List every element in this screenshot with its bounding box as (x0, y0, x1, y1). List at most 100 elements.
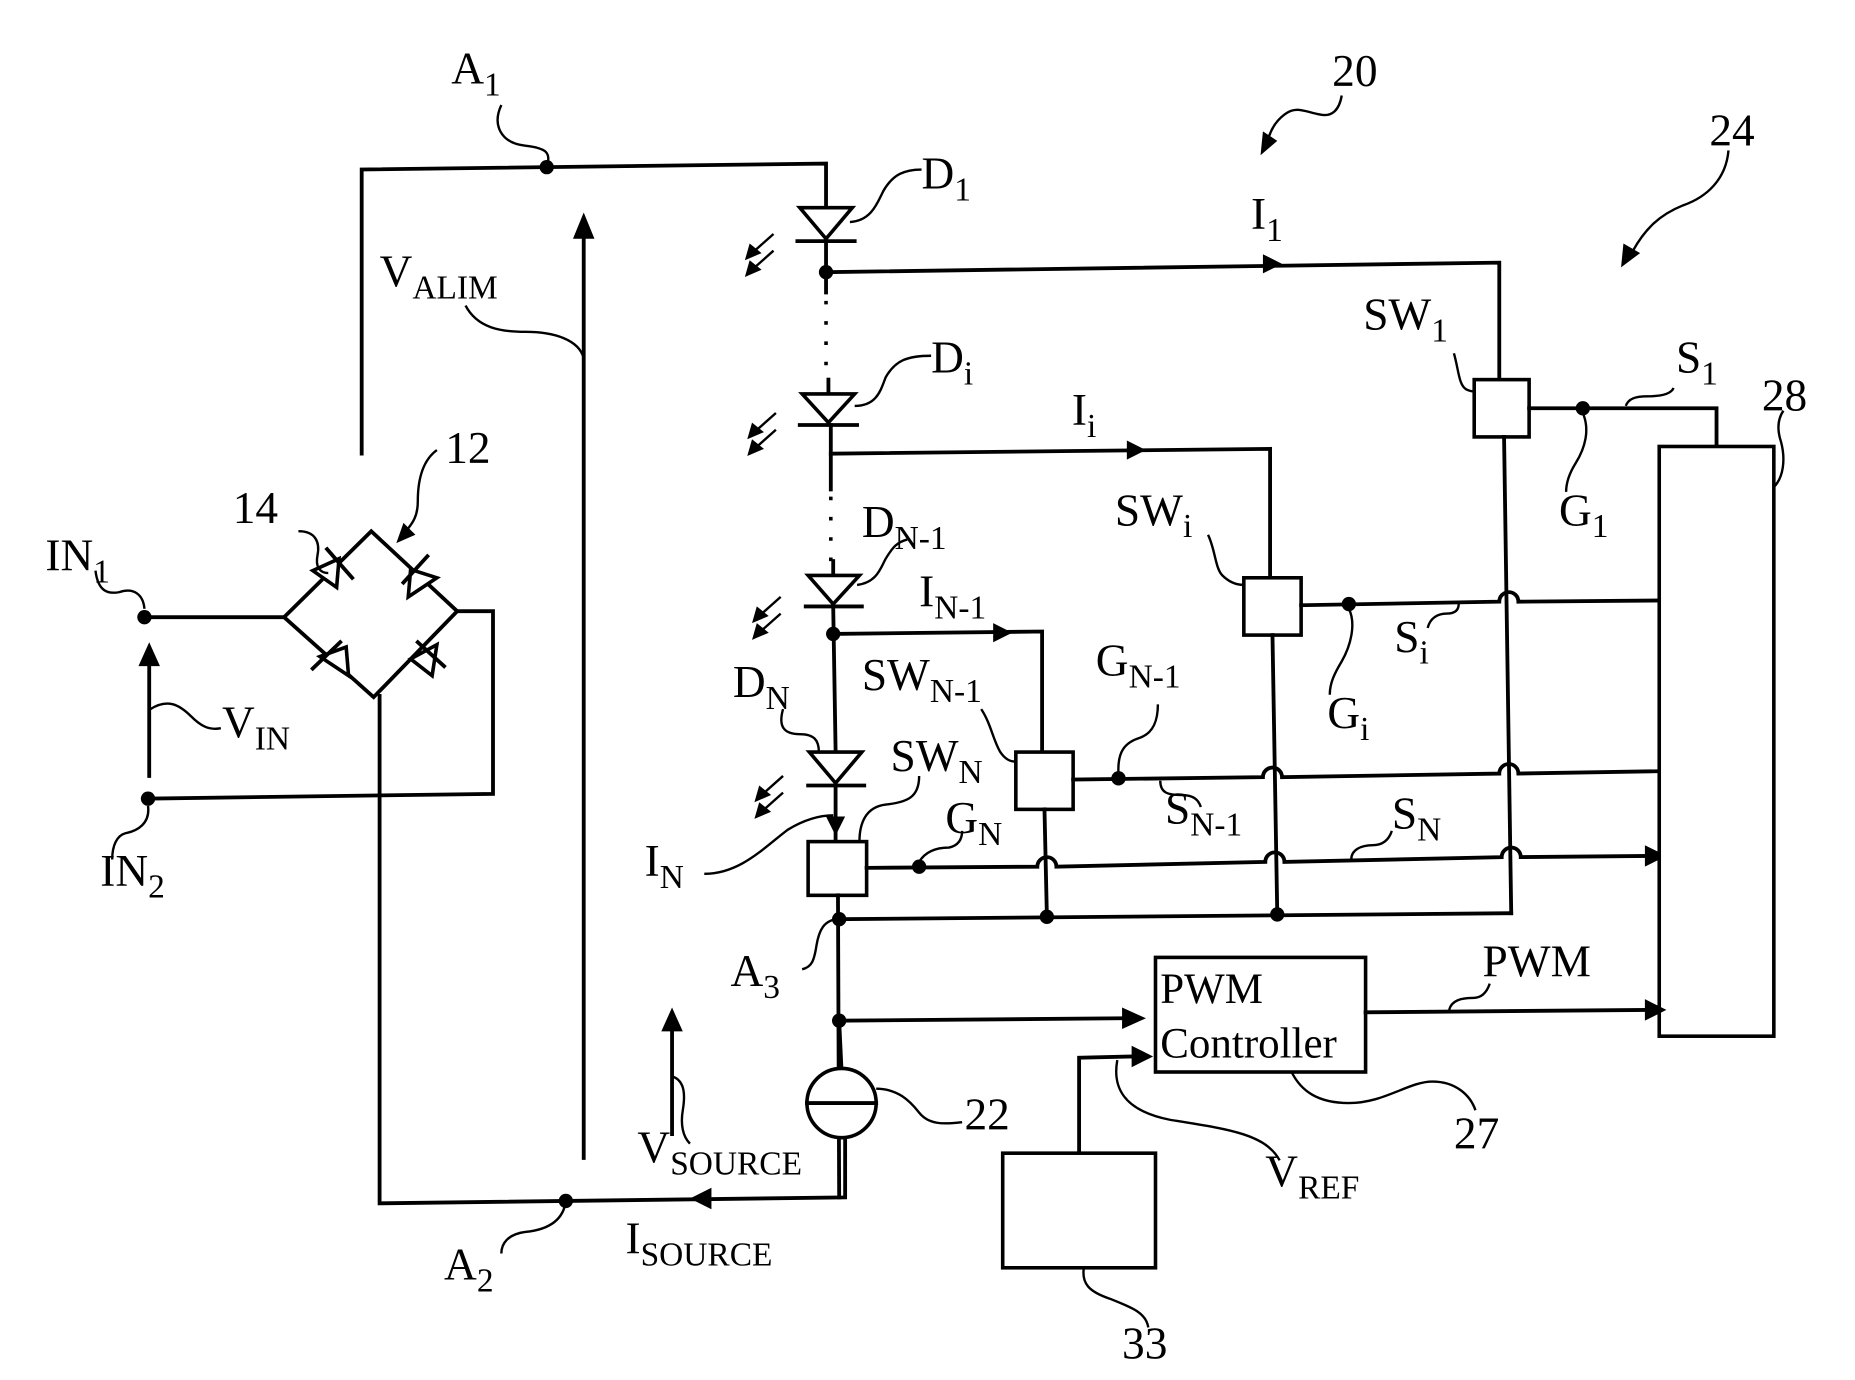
pwm-controller-box[interactable] (1153, 955, 1368, 1074)
gi-label: Gi (1327, 688, 1369, 748)
control-block-28[interactable] (1657, 444, 1776, 1038)
sn1-signal-line (1071, 762, 1664, 782)
pwm-signal-leader (1447, 983, 1491, 1011)
led-di-leader (854, 354, 932, 408)
vin-arrow-head-icon (138, 642, 160, 667)
swi-return-wire (1270, 633, 1280, 916)
vin-label: VIN (222, 698, 290, 758)
node-a2-label: A2 (444, 1240, 493, 1300)
label-33-leader (1082, 1267, 1150, 1328)
label-24-arrow-icon (1621, 243, 1641, 268)
gn-label: GN (945, 793, 1002, 853)
swi-label: SWi (1115, 485, 1192, 545)
swn-leader (858, 775, 921, 842)
sn-signal-line (864, 845, 1650, 870)
label-22-leader (876, 1087, 963, 1125)
sense-arrow-icon (1122, 1007, 1146, 1030)
led-di-icon (798, 392, 859, 426)
sn-arrow-icon (1644, 845, 1667, 867)
si-label: Si (1394, 612, 1429, 672)
pwm-box-line2: Controller (1160, 1021, 1337, 1068)
swn1-leader (980, 708, 1016, 763)
s1-label: S1 (1676, 332, 1718, 392)
led-di-label: Di (931, 332, 973, 392)
label-12-arrow-icon (396, 522, 416, 544)
light-emission-icon (754, 775, 784, 819)
ii-arrow-icon (1126, 440, 1146, 460)
label-24-leader (1631, 150, 1730, 252)
sn-label: SN (1392, 788, 1441, 848)
label-12: 12 (445, 423, 490, 473)
g1-leader (1564, 412, 1588, 492)
label-20-arrow-icon (1260, 131, 1278, 156)
led-dn-icon (805, 750, 866, 786)
i1-arrow-icon (1262, 254, 1283, 274)
pwm-arrow-icon (1644, 999, 1667, 1021)
in1-path-wire (831, 629, 1045, 754)
gi-leader (1328, 608, 1354, 695)
top-rail-wire (359, 161, 828, 456)
in-1-arrow-icon (993, 623, 1013, 643)
label-14: 14 (233, 483, 278, 533)
node-a1-leader (496, 104, 550, 168)
gn1-label: GN-1 (1096, 636, 1181, 696)
label-20-leader (1266, 95, 1343, 142)
supply-wiring (359, 161, 848, 1206)
in1-leader (94, 570, 146, 609)
a3-common-rail (837, 911, 1514, 922)
switch-swn1[interactable] (1014, 750, 1075, 812)
valim-arrow-head-icon (572, 212, 595, 239)
switch-swi[interactable] (1242, 575, 1303, 637)
in1-label: IN1 (45, 531, 110, 591)
light-emission-icon (744, 233, 775, 277)
isource-label: ISOURCE (625, 1213, 772, 1273)
ii-label: Ii (1072, 385, 1096, 445)
bottom-rail-wire (377, 694, 848, 1206)
sn1-leader (1159, 780, 1202, 808)
label-14-leader (298, 530, 329, 575)
in-current-arrow-icon (826, 816, 846, 836)
gn-leader (918, 830, 964, 863)
vin-leader (149, 702, 222, 730)
bridge-diode-icon (400, 553, 441, 601)
gate-g1-dot[interactable] (1575, 401, 1590, 416)
sw1-leader (1452, 353, 1476, 393)
led-dn-label: DN (733, 657, 790, 717)
in2-leader (111, 805, 150, 860)
vref-wire (1077, 1054, 1134, 1156)
gate-gn-dot[interactable] (911, 859, 927, 874)
gate-gn1-dot[interactable] (1111, 771, 1126, 786)
source-top-wire (837, 1018, 844, 1073)
ii-path-wire (828, 446, 1272, 580)
led-d1-leader (849, 168, 922, 224)
label-12-leader (404, 449, 438, 533)
bypass-paths: I1 Ii IN-1 (824, 189, 1502, 754)
reference-block-33[interactable] (1000, 1151, 1158, 1270)
pwm-signal-label: PWM (1483, 937, 1591, 987)
bridge-diode-icon (310, 639, 351, 680)
light-emission-icon (752, 595, 782, 640)
light-emission-icon (747, 412, 777, 457)
node-a3-leader (801, 918, 840, 971)
label-24: 24 (1709, 106, 1754, 156)
swn1-return-wire (1042, 807, 1049, 918)
led-dn1-label: DN-1 (862, 497, 947, 557)
led-dn-leader (780, 708, 821, 753)
bridge-diode-icon (407, 639, 447, 679)
si-signal-line (1299, 590, 1664, 608)
node-in1-dot[interactable] (137, 610, 152, 625)
gate-gi-dot[interactable] (1341, 596, 1357, 612)
vsource-label: VSOURCE (637, 1123, 802, 1183)
si-leader (1426, 603, 1460, 629)
switch-sw1[interactable] (1472, 377, 1531, 439)
swn1-label: SWN-1 (862, 650, 982, 710)
led-dn1-leader (856, 538, 908, 587)
led-d1-icon (795, 205, 857, 242)
valim-leader (464, 305, 585, 359)
s1-signal-line (1527, 406, 1719, 449)
sn1-label: SN-1 (1165, 784, 1242, 844)
node-in2-dot[interactable] (140, 791, 156, 806)
switch-swn[interactable] (806, 839, 869, 898)
label-20: 20 (1332, 46, 1377, 96)
node-a3-label: A3 (731, 946, 780, 1006)
